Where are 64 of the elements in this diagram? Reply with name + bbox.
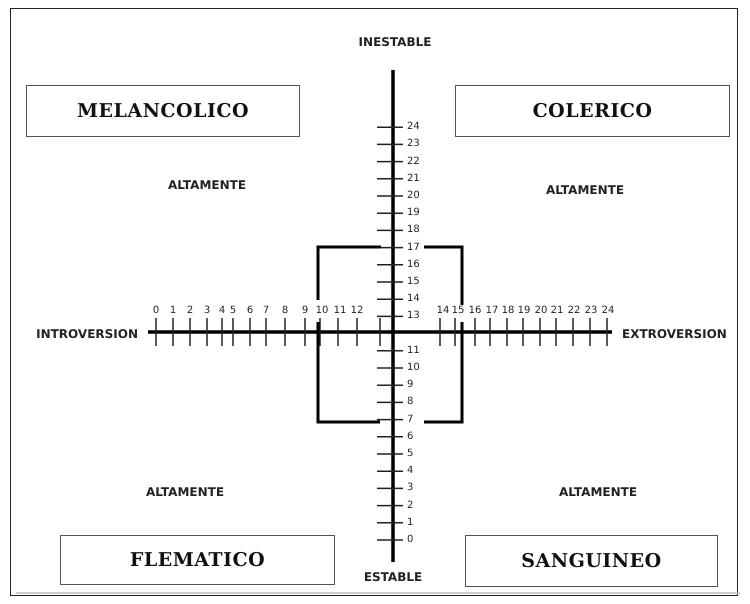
scale-number: 15 bbox=[407, 277, 420, 287]
scale-number: 21 bbox=[407, 174, 420, 184]
axis-title: INESTABLE bbox=[358, 36, 432, 48]
type-box bbox=[26, 85, 300, 137]
scale-number: 24 bbox=[602, 306, 614, 316]
scale-number: 20 bbox=[534, 306, 548, 316]
scale-number: 22 bbox=[568, 306, 580, 316]
scale-number: 15 bbox=[452, 306, 464, 316]
scale-number: 13 bbox=[407, 311, 420, 322]
scale-number: 24 bbox=[407, 122, 420, 132]
scale-number: 11 bbox=[407, 346, 420, 356]
scale-number: 3 bbox=[204, 306, 210, 316]
scale-number: 9 bbox=[302, 306, 308, 316]
scale-number: 8 bbox=[282, 306, 288, 316]
scale-number: 2 bbox=[186, 306, 194, 316]
scale-number: 2 bbox=[407, 500, 414, 511]
degree-label: ALTAMENTE bbox=[558, 486, 638, 498]
degree-label: ALTAMENTE bbox=[546, 184, 624, 196]
scale-number: 12 bbox=[350, 306, 364, 316]
axis-title: ESTABLE bbox=[364, 571, 422, 583]
scale-number: 7 bbox=[407, 414, 414, 425]
scale-number: 10 bbox=[407, 363, 420, 373]
scale-number: 0 bbox=[152, 306, 160, 316]
scale-number: 5 bbox=[407, 449, 414, 459]
scale-number: 18 bbox=[502, 306, 514, 316]
scale-number: 1 bbox=[170, 306, 176, 316]
scale-number: 18 bbox=[407, 225, 420, 236]
type-name: COLERICO bbox=[532, 100, 652, 122]
scale-number: 14 bbox=[436, 306, 450, 316]
scale-number: 17 bbox=[407, 242, 420, 253]
axis-title: EXTROVERSION bbox=[622, 328, 727, 340]
scale-number: 10 bbox=[316, 306, 328, 316]
type-name: SANGUINEO bbox=[521, 550, 662, 572]
scale-number: 4 bbox=[407, 466, 414, 476]
scale-number: 22 bbox=[407, 156, 420, 167]
scale-number: 11 bbox=[334, 306, 346, 316]
scale-number: 4 bbox=[218, 306, 226, 316]
scale-number: 19 bbox=[407, 208, 420, 218]
scale-number: 9 bbox=[407, 380, 414, 390]
scale-number: 23 bbox=[407, 139, 420, 150]
scale-number: 20 bbox=[407, 191, 420, 201]
scale-number: 5 bbox=[230, 306, 236, 316]
scale-number: 21 bbox=[550, 306, 564, 316]
type-box bbox=[60, 535, 335, 585]
scale-number: 14 bbox=[407, 294, 420, 304]
type-name: FLEMATICO bbox=[130, 549, 266, 571]
type-box bbox=[455, 85, 730, 137]
scale-number: 16 bbox=[407, 260, 420, 270]
scale-number: 3 bbox=[407, 483, 414, 494]
scale-number: 17 bbox=[486, 306, 498, 316]
scale-number: 1 bbox=[407, 518, 414, 528]
axis-title: INTROVERSION bbox=[36, 328, 138, 340]
type-box bbox=[465, 535, 718, 587]
scale-number: 6 bbox=[407, 432, 414, 442]
scale-number: 0 bbox=[407, 535, 414, 545]
scale-number: 7 bbox=[262, 306, 270, 316]
degree-label: ALTAMENTE bbox=[146, 486, 224, 498]
type-name: MELANCOLICO bbox=[76, 100, 250, 122]
scale-number: 23 bbox=[584, 306, 598, 316]
degree-label: ALTAMENTE bbox=[168, 179, 246, 191]
scale-number: 16 bbox=[468, 306, 482, 316]
scale-number: 8 bbox=[407, 397, 414, 408]
scale-number: 19 bbox=[518, 306, 530, 316]
scale-number: 6 bbox=[246, 306, 254, 316]
